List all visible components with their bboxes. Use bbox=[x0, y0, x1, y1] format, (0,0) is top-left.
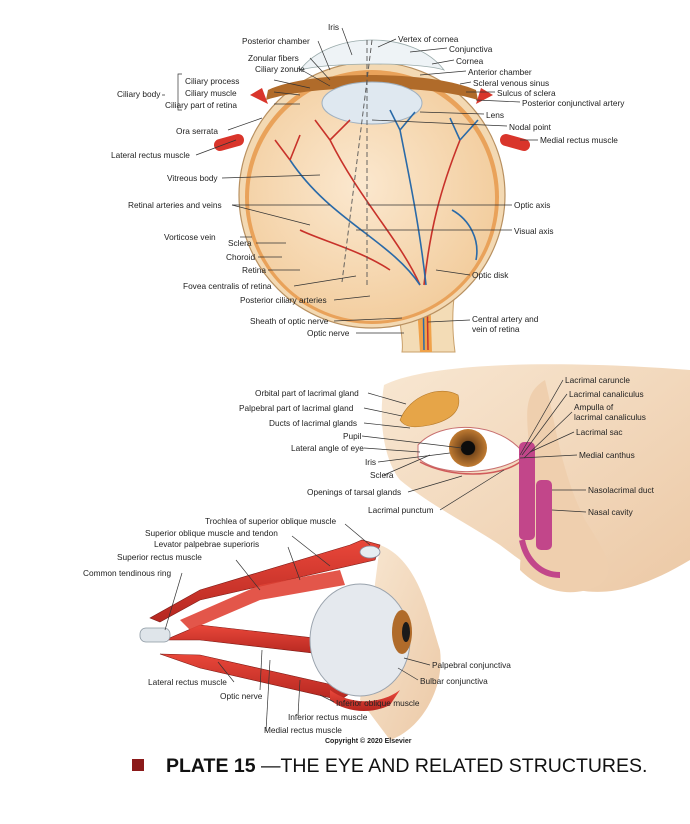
vitreous-body-shape bbox=[249, 75, 495, 321]
label-scleral-venous-sinus: Scleral venous sinus bbox=[473, 78, 549, 88]
label-ducts-of-lacrimal-glands: Ducts of lacrimal glands bbox=[269, 418, 357, 428]
label-lacrimal-canaliculus: Lacrimal canaliculus bbox=[569, 389, 644, 399]
label-central-artery-1: Central artery and bbox=[472, 314, 539, 324]
label-medial-canthus: Medial canthus bbox=[579, 450, 635, 460]
label-vertex-of-cornea: Vertex of cornea bbox=[398, 34, 459, 44]
label-visual-axis: Visual axis bbox=[514, 226, 554, 236]
label-central-artery-2: vein of retina bbox=[472, 324, 520, 334]
label-ciliary-process: Ciliary process bbox=[185, 76, 239, 86]
eyeball-labels: Iris Posterior chamber Vertex of cornea … bbox=[111, 22, 625, 338]
label-retina: Retina bbox=[242, 265, 266, 275]
label-medial-rectus: Medial rectus muscle bbox=[264, 725, 342, 735]
label-posterior-ciliary-arteries: Posterior ciliary arteries bbox=[240, 295, 327, 305]
lacrimal-section bbox=[381, 364, 690, 593]
label-ampulla-2: lacrimal canaliculus bbox=[574, 412, 646, 422]
cornea-shape bbox=[298, 39, 446, 71]
label-lacrimal-caruncle: Lacrimal caruncle bbox=[565, 375, 630, 385]
label-superior-rectus: Superior rectus muscle bbox=[117, 552, 202, 562]
label-nodal-point: Nodal point bbox=[509, 122, 552, 132]
label-ciliary-body: Ciliary body bbox=[117, 89, 161, 99]
label-sclera-lacrimal: Sclera bbox=[370, 470, 394, 480]
label-posterior-chamber: Posterior chamber bbox=[242, 36, 310, 46]
extraocular-section bbox=[139, 539, 441, 740]
label-openings-of-tarsal-glands: Openings of tarsal glands bbox=[307, 487, 401, 497]
label-medial-rectus-muscle: Medial rectus muscle bbox=[540, 135, 618, 145]
label-superior-oblique-muscle: Superior oblique muscle and tendon bbox=[145, 528, 278, 538]
label-ora-serrata: Ora serrata bbox=[176, 126, 218, 136]
lacrimal-labels: Lacrimal caruncle Orbital part of lacrim… bbox=[239, 375, 655, 517]
figure-caption: PLATE 15 —THE EYE AND RELATED STRUCTURES… bbox=[132, 754, 652, 779]
label-sclera: Sclera bbox=[228, 238, 252, 248]
nasolacrimal-duct-shape bbox=[519, 442, 535, 540]
lacrimal-leaders bbox=[361, 379, 587, 513]
label-posterior-conjunctival-artery: Posterior conjunctival artery bbox=[522, 98, 625, 108]
lacrimal-gland-shape bbox=[399, 390, 460, 428]
label-optic-nerve-muscles: Optic nerve bbox=[220, 691, 263, 701]
label-anterior-chamber: Anterior chamber bbox=[468, 67, 532, 77]
caption-bullet-icon bbox=[132, 759, 144, 771]
label-retinal-arteries-and-veins: Retinal arteries and veins bbox=[128, 200, 222, 210]
pupil-shape bbox=[461, 441, 475, 455]
label-palpebral-part-lacrimal-gland: Palpebral part of lacrimal gland bbox=[239, 403, 354, 413]
label-levator-palpebrae: Levator palpebrae superioris bbox=[154, 539, 259, 549]
label-optic-nerve: Optic nerve bbox=[307, 328, 350, 338]
trochlea-shape bbox=[359, 545, 381, 559]
label-bulbar-conjunctiva: Bulbar conjunctiva bbox=[420, 676, 488, 686]
tendinous-ring-shape bbox=[139, 627, 171, 643]
label-lacrimal-punctum: Lacrimal punctum bbox=[368, 505, 434, 515]
label-lateral-angle-of-eye: Lateral angle of eye bbox=[291, 443, 364, 453]
extraocular-leaders bbox=[164, 523, 431, 732]
label-ampulla-1: Ampulla of bbox=[574, 402, 614, 412]
plate-number: PLATE 15 bbox=[166, 755, 256, 777]
plate-title: —THE EYE AND RELATED STRUCTURES. bbox=[255, 755, 648, 777]
label-nasal-cavity: Nasal cavity bbox=[588, 507, 634, 517]
label-lacrimal-sac: Lacrimal sac bbox=[576, 427, 623, 437]
label-trochlea-superior-oblique: Trochlea of superior oblique muscle bbox=[205, 516, 337, 526]
label-sheath-of-optic-nerve: Sheath of optic nerve bbox=[250, 316, 329, 326]
label-orbital-part-lacrimal-gland: Orbital part of lacrimal gland bbox=[255, 388, 359, 398]
label-iris-lacrimal: Iris bbox=[365, 457, 376, 467]
label-lateral-rectus: Lateral rectus muscle bbox=[148, 677, 227, 687]
label-lens: Lens bbox=[486, 110, 504, 120]
label-vitreous-body: Vitreous body bbox=[167, 173, 218, 183]
eyeball-section bbox=[214, 39, 530, 353]
extraocular-labels: Trochlea of superior oblique muscle Supe… bbox=[83, 516, 511, 735]
label-lateral-rectus-muscle: Lateral rectus muscle bbox=[111, 150, 190, 160]
retinal-vessels bbox=[274, 109, 479, 286]
eyeball-leaders bbox=[162, 27, 538, 334]
label-choroid: Choroid bbox=[226, 252, 255, 262]
label-nasolacrimal-duct: Nasolacrimal duct bbox=[588, 485, 655, 495]
label-optic-axis: Optic axis bbox=[514, 200, 550, 210]
label-ciliary-zonule: Ciliary zonule bbox=[255, 64, 305, 74]
label-pupil: Pupil bbox=[343, 431, 362, 441]
label-palpebral-conjunctiva: Palpebral conjunctiva bbox=[432, 660, 511, 670]
label-iris: Iris bbox=[328, 22, 339, 32]
label-common-tendinous-ring: Common tendinous ring bbox=[83, 568, 171, 578]
label-inferior-rectus: Inferior rectus muscle bbox=[288, 712, 368, 722]
label-conjunctiva: Conjunctiva bbox=[449, 44, 493, 54]
copyright-text: Copyright © 2020 Elsevier bbox=[325, 737, 412, 745]
label-inferior-oblique: Inferior oblique muscle bbox=[336, 698, 420, 708]
label-optic-disk: Optic disk bbox=[472, 270, 509, 280]
label-vorticose-vein: Vorticose vein bbox=[164, 232, 216, 242]
label-ciliary-muscle: Ciliary muscle bbox=[185, 88, 237, 98]
label-sulcus-of-sclera: Sulcus of sclera bbox=[497, 88, 556, 98]
label-zonular-fibers: Zonular fibers bbox=[248, 53, 299, 63]
lens-shape bbox=[321, 81, 423, 125]
label-ciliary-part-of-retina: Ciliary part of retina bbox=[165, 100, 237, 110]
label-cornea: Cornea bbox=[456, 56, 484, 66]
label-fovea-centralis: Fovea centralis of retina bbox=[183, 281, 272, 291]
